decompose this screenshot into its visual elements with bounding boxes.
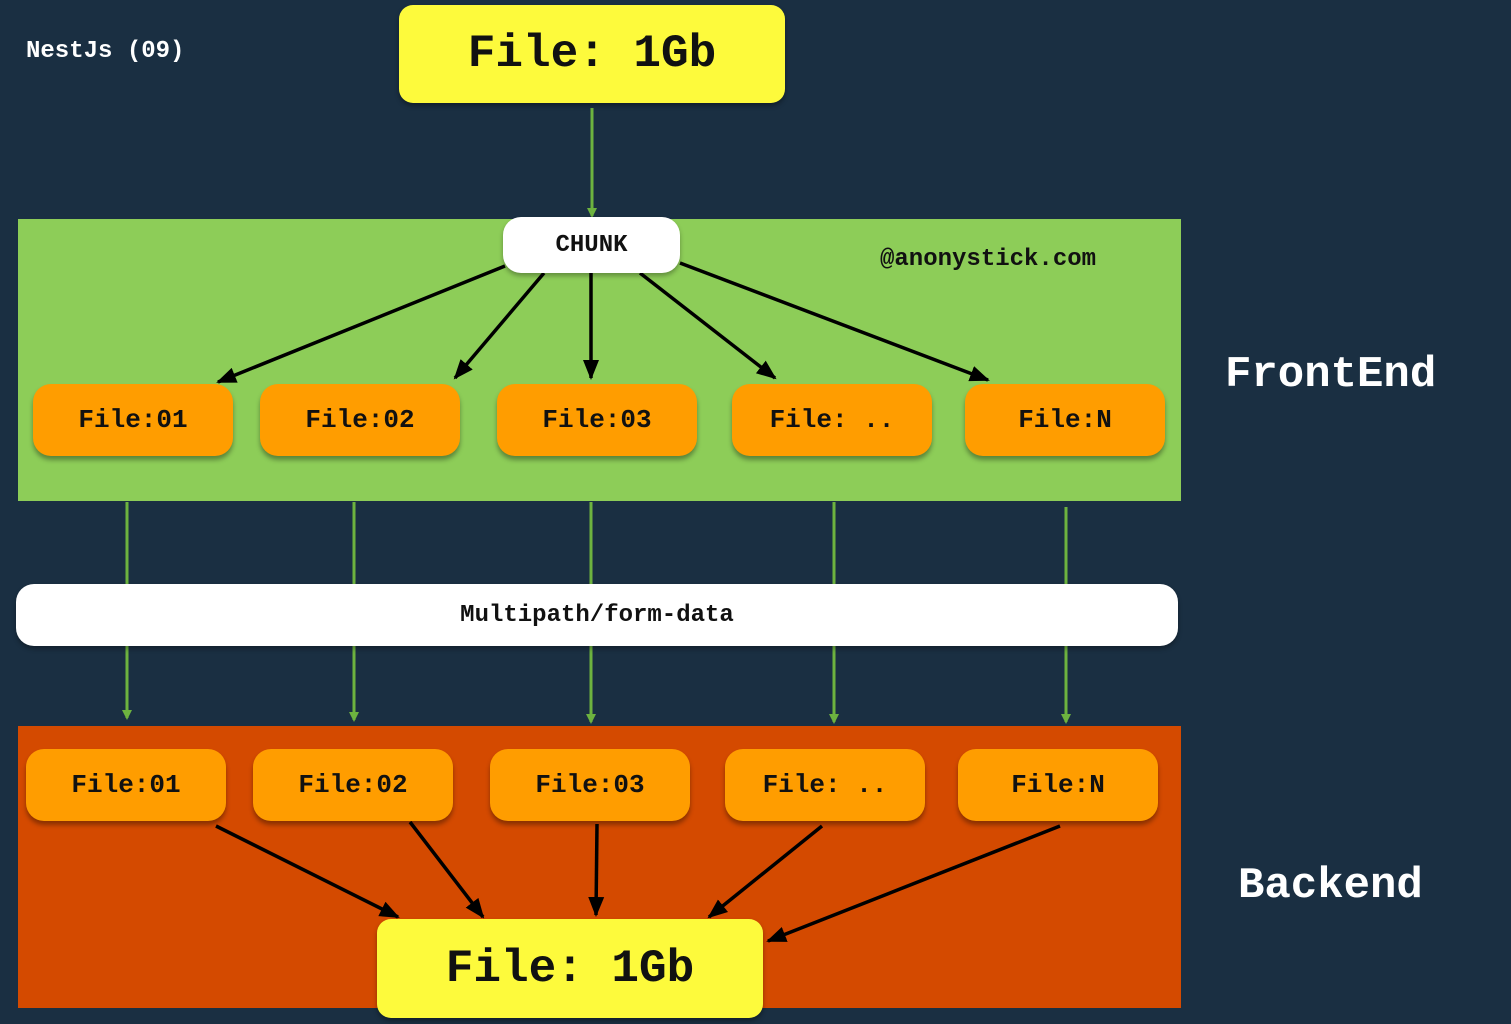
transport-bar: Multipath/form-data (16, 584, 1178, 646)
result-file-box: File: 1Gb (377, 919, 763, 1018)
backend-file-01: File:01 (26, 749, 226, 821)
arrow-merge-02 (408, 820, 485, 919)
backend-file-dots: File: .. (725, 749, 925, 821)
backend-file-n: File:N (958, 749, 1158, 821)
arrow-merge-dots (707, 824, 824, 919)
frontend-label: FrontEnd (1225, 350, 1437, 400)
arrow-merge-n (766, 824, 1061, 943)
backend-file-03: File:03 (490, 749, 690, 821)
frontend-file-01: File:01 (33, 384, 233, 456)
arrow-merge-01 (215, 824, 400, 919)
watermark-text: @anonystick.com (880, 246, 1097, 273)
backend-label: Backend (1238, 861, 1423, 911)
frontend-file-02: File:02 (260, 384, 460, 456)
frontend-file-dots: File: .. (732, 384, 932, 456)
arrow-chunk-to-file-dots (638, 271, 777, 380)
frontend-file-n: File:N (965, 384, 1165, 456)
arrow-merge-03 (588, 823, 605, 917)
backend-file-02: File:02 (253, 749, 453, 821)
arrow-chunk-to-file-01 (216, 264, 506, 384)
arrow-chunk-to-file-02 (453, 271, 546, 380)
frontend-file-03: File:03 (497, 384, 697, 456)
chunk-node: CHUNK (503, 217, 680, 273)
source-file-box: File: 1Gb (399, 5, 785, 103)
arrow-chunk-to-file-n (679, 261, 990, 382)
diagram-title: NestJs (09) (26, 38, 185, 65)
